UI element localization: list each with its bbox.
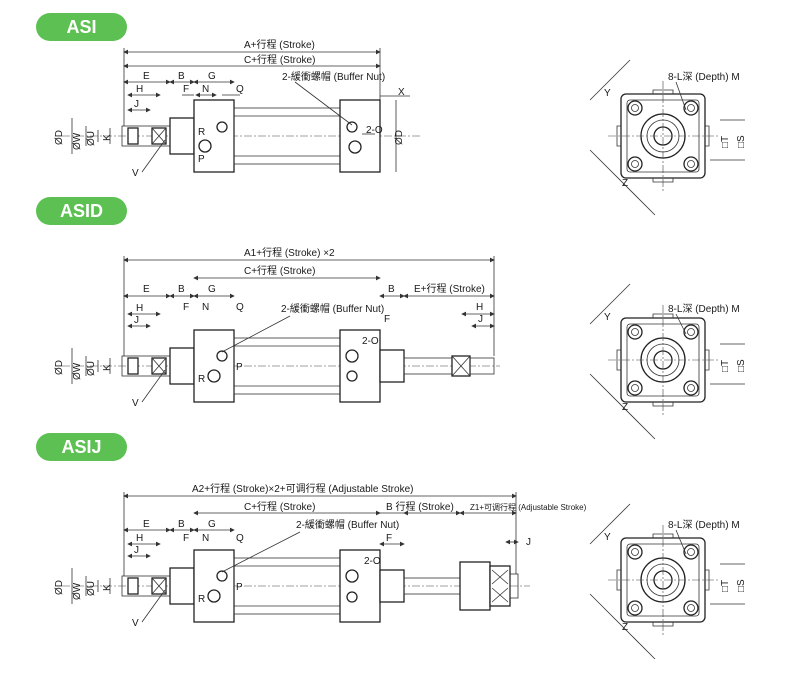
asi-ou-label: ØU (86, 131, 97, 146)
asid-r-label: R (198, 374, 205, 385)
asid-ou-label: ØU (86, 361, 97, 376)
asi-t-label: □T (720, 136, 731, 148)
asid-drawing (62, 256, 500, 403)
asij-labels: A2+行程 (Stroke)×2+可调行程 (Adjustable Stroke… (54, 482, 587, 629)
asi-y-label: Y (604, 88, 611, 99)
asi-e-label: E (143, 71, 150, 82)
asid-s-label: □S (736, 359, 747, 372)
asi-r-label: R (198, 127, 205, 138)
asid-ow-label: ØW (72, 362, 83, 380)
asid-j-left-label: J (134, 315, 139, 326)
asid-t-label: □T (720, 360, 731, 372)
asid-buffer-nut-label: 2-緩衝螺帽 (Buffer Nut) (281, 302, 384, 315)
asid-p-label: P (236, 362, 243, 373)
asij-y-label: Y (604, 532, 611, 543)
asi-port-o-label: 2-O (366, 125, 383, 136)
asid-v-label: V (132, 398, 139, 409)
asi-od-left-label: ØD (54, 130, 65, 145)
asi-z-label: Z (622, 178, 628, 189)
asi-v-label: V (132, 168, 139, 179)
asij-z-label: Z (622, 622, 628, 633)
asij-b-label: B (178, 519, 185, 530)
asi-drawing (62, 48, 420, 173)
asij-depth-label: 8-L深 (Depth) M (668, 519, 740, 531)
asij-od-label: ØD (54, 580, 65, 595)
asi-f-label: F (183, 84, 189, 95)
asid-f-right-label: F (384, 314, 390, 325)
asid-y-label: Y (604, 312, 611, 323)
asid-b-right-label: B (388, 284, 395, 295)
asi-od-right-label: ØD (394, 130, 405, 145)
asij-drawing (62, 492, 530, 623)
asij-p-label: P (236, 582, 243, 593)
end-view-asij: 8-L深 (Depth) M Y Z □T □S (589, 503, 747, 660)
asij-g-label: G (208, 519, 216, 530)
asid-f-left-label: F (183, 302, 189, 313)
asij-b-stroke-label: B 行程 (Stroke) (386, 500, 454, 513)
asij-h-label: H (136, 533, 143, 544)
asid-j-right-label: J (478, 314, 483, 325)
asid-k-label: K (102, 364, 113, 371)
asid-port-o-label: 2-O (362, 336, 379, 347)
asi-h-label: H (136, 84, 143, 95)
asij-buffer-nut-label: 2-緩衝螺帽 (Buffer Nut) (296, 518, 399, 531)
asij-f-right-label: F (386, 533, 392, 544)
asi-x-label: X (398, 87, 405, 98)
asi-n-label: N (202, 84, 209, 95)
asij-a2-stroke-label: A2+行程 (Stroke)×2+可调行程 (Adjustable Stroke… (192, 482, 413, 495)
asij-ow-label: ØW (72, 582, 83, 600)
asij-port-o-label: 2-O (364, 556, 381, 567)
asid-q-label: Q (236, 302, 244, 313)
asi-b-label: B (178, 71, 185, 82)
asid-labels: A1+行程 (Stroke) ×2 C+行程 (Stroke) 2-緩衝螺帽 (… (54, 246, 485, 409)
asij-j-right-label: J (526, 537, 531, 548)
asi-k-label: K (102, 134, 113, 141)
asi-p-label: P (198, 154, 205, 165)
asij-ou-label: ØU (86, 581, 97, 596)
asid-h-right-label: H (476, 302, 483, 313)
asid-c-stroke-label: C+行程 (Stroke) (244, 264, 315, 277)
asid-depth-label: 8-L深 (Depth) M (668, 303, 740, 315)
asi-s-label: □S (736, 135, 747, 148)
asid-g-label: G (208, 284, 216, 295)
asij-k-label: K (102, 584, 113, 591)
asi-a-stroke-label: A+行程 (Stroke) (244, 38, 315, 51)
asi-j-label: J (134, 99, 139, 110)
asid-b-left-label: B (178, 284, 185, 295)
asid-z-label: Z (622, 402, 628, 413)
asid-e-label: E (143, 284, 150, 295)
asij-s-label: □S (736, 579, 747, 592)
asij-t-label: □T (720, 580, 731, 592)
end-view-asi: 8-L深 (Depth) M Y Z □T □S (589, 59, 747, 216)
asid-n-label: N (202, 302, 209, 313)
asid-h-left-label: H (136, 303, 143, 314)
asij-j-left-label: J (134, 545, 139, 556)
asij-n-label: N (202, 533, 209, 544)
asij-f-left-label: F (183, 533, 189, 544)
asid-od-label: ØD (54, 360, 65, 375)
asij-q-label: Q (236, 533, 244, 544)
asi-depth-label: 8-L深 (Depth) M (668, 71, 740, 83)
end-view-asid: 8-L深 (Depth) M Y Z □T □S (589, 283, 747, 440)
asi-c-stroke-label: C+行程 (Stroke) (244, 53, 315, 66)
asi-labels: A+行程 (Stroke) C+行程 (Stroke) 2-緩衝螺帽 (Buff… (54, 38, 405, 179)
asid-e-stroke-label: E+行程 (Stroke) (414, 282, 485, 295)
asi-badge: ASI (36, 13, 127, 41)
asij-z1-stroke-label: Z1+可调行程 (Adjustable Stroke) (470, 502, 587, 512)
asid-badge: ASID (36, 197, 127, 225)
asi-g-label: G (208, 71, 216, 82)
asid-a1-stroke-label: A1+行程 (Stroke) ×2 (244, 246, 335, 259)
asij-v-label: V (132, 618, 139, 629)
asij-r-label: R (198, 594, 205, 605)
asi-buffer-nut-label: 2-緩衝螺帽 (Buffer Nut) (282, 70, 385, 83)
asij-badge: ASIJ (36, 433, 127, 461)
asi-q-label: Q (236, 84, 244, 95)
asij-e-label: E (143, 519, 150, 530)
asi-ow-label: ØW (72, 132, 83, 150)
asij-c-stroke-label: C+行程 (Stroke) (244, 500, 315, 513)
